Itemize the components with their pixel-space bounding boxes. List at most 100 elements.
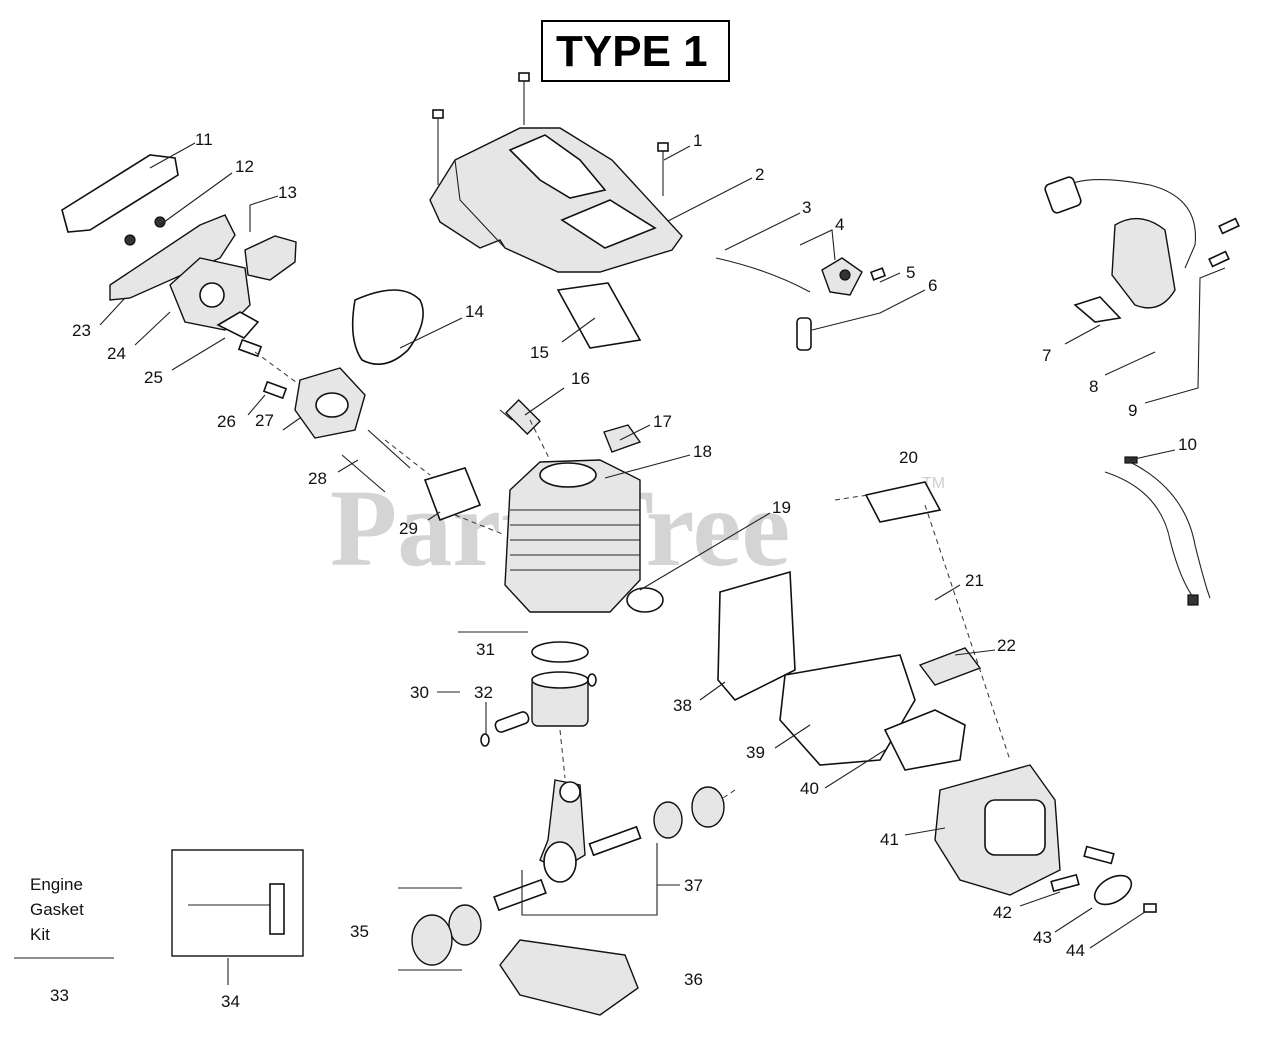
- part-crankshaft[interactable]: [493, 779, 642, 912]
- callout-36: 36: [684, 970, 703, 989]
- kit-label-line2: Gasket: [30, 900, 84, 919]
- part-screw-26b[interactable]: [262, 380, 288, 400]
- callout-23: 23: [72, 321, 91, 340]
- part-fuel-filter[interactable]: [796, 317, 812, 351]
- callout-9: 9: [1128, 401, 1137, 420]
- guide-e: [529, 419, 551, 461]
- callout-14: 14: [465, 302, 484, 321]
- callout-3: 3: [802, 198, 811, 217]
- part-intake-boot[interactable]: [244, 235, 297, 281]
- guide-a: [254, 351, 301, 386]
- part-screen[interactable]: [918, 647, 982, 686]
- kit-label-line1: Engine: [30, 875, 83, 894]
- callout-2: 2: [755, 165, 764, 184]
- part-sleeve-19[interactable]: [626, 587, 664, 613]
- part-muffler[interactable]: [934, 764, 1061, 896]
- callout-1: 1: [693, 131, 702, 150]
- part-piston-ring[interactable]: [531, 641, 589, 663]
- part-filter-holder[interactable]: [109, 214, 236, 301]
- part-ignition-coil[interactable]: [1044, 176, 1240, 323]
- part-piston[interactable]: [531, 671, 589, 727]
- part-intake-gasket[interactable]: [423, 467, 482, 522]
- callout-16: 16: [571, 369, 590, 388]
- callout-30: 30: [410, 683, 429, 702]
- callout-37: 37: [684, 876, 703, 895]
- part-cylinder[interactable]: [504, 459, 641, 613]
- part-circlip-a[interactable]: [587, 673, 597, 687]
- part-gasket-25[interactable]: [216, 311, 260, 339]
- callout-19: 19: [772, 498, 791, 517]
- callout-12: 12: [235, 157, 254, 176]
- callout-22: 22: [997, 636, 1016, 655]
- callout-10: 10: [1178, 435, 1197, 454]
- part-bolt-42b[interactable]: [1050, 873, 1080, 893]
- part-piston-pin[interactable]: [494, 711, 530, 734]
- title-box: [541, 20, 730, 82]
- part-bolt-28b[interactable]: [367, 429, 411, 469]
- callout-31: 31: [476, 640, 495, 659]
- callout-38: 38: [673, 696, 692, 715]
- callout-20: 20: [899, 448, 918, 467]
- part-valve[interactable]: [821, 257, 863, 296]
- callout-40: 40: [800, 779, 819, 798]
- callout-11: 11: [195, 130, 213, 149]
- callout-4: 4: [835, 215, 844, 234]
- callout-32: 32: [474, 683, 493, 702]
- part-crankcase-cover[interactable]: [499, 939, 639, 1016]
- callout-7: 7: [1042, 346, 1051, 365]
- callout-6: 6: [928, 276, 937, 295]
- callout-18: 18: [693, 442, 712, 461]
- callout-25: 25: [144, 368, 163, 387]
- callout-15: 15: [530, 343, 549, 362]
- callout-34: 34: [221, 992, 240, 1011]
- part-circlip-b[interactable]: [480, 733, 490, 747]
- part-bearing-b[interactable]: [448, 904, 482, 946]
- callout-5: 5: [906, 263, 915, 282]
- guide-d: [559, 729, 566, 779]
- guide-b: [384, 439, 431, 476]
- guide-f: [719, 789, 736, 801]
- callout-39: 39: [746, 743, 765, 762]
- kit-label-line3: Kit: [30, 925, 50, 944]
- part-seal-a[interactable]: [691, 786, 725, 828]
- part-spark-arrestor[interactable]: [864, 481, 942, 523]
- callout-27: 27: [255, 411, 274, 430]
- callout-41: 41: [880, 830, 899, 849]
- callout-17: 17: [653, 412, 672, 431]
- part-fuel-hose[interactable]: [715, 257, 811, 293]
- part-heat-shield[interactable]: [717, 570, 796, 701]
- part-top-cover[interactable]: [429, 127, 683, 273]
- part-air-filter[interactable]: [61, 154, 179, 233]
- part-plate-43[interactable]: [1090, 870, 1137, 911]
- part-intake-adaptor[interactable]: [294, 367, 366, 439]
- callout-42: 42: [993, 903, 1012, 922]
- part-screw-44[interactable]: [1143, 903, 1157, 913]
- callout-35: 35: [350, 922, 369, 941]
- callout-24: 24: [107, 344, 126, 363]
- part-bearing-a[interactable]: [653, 801, 683, 839]
- part-spark-plug[interactable]: [499, 399, 541, 435]
- part-bolt-42a[interactable]: [1083, 845, 1115, 865]
- callout-43: 43: [1033, 928, 1052, 947]
- part-wire-harness[interactable]: [1104, 456, 1211, 606]
- leader-lines: [14, 142, 1226, 985]
- title: TYPE 1: [556, 27, 708, 76]
- part-muffler-gasket[interactable]: [883, 709, 966, 771]
- part-screw-5[interactable]: [869, 267, 887, 281]
- callout-13: 13: [278, 183, 297, 202]
- part-screw-1[interactable]: [432, 72, 669, 196]
- leader-dash-20: [834, 494, 1011, 761]
- callout-26: 26: [217, 412, 236, 431]
- part-tool[interactable]: [188, 883, 285, 935]
- callout-44: 44: [1066, 941, 1085, 960]
- part-muffler-plate[interactable]: [779, 654, 916, 766]
- callout-29: 29: [399, 519, 418, 538]
- callout-33: 33: [50, 986, 69, 1005]
- part-bolt-28a[interactable]: [341, 454, 386, 493]
- part-carburetor[interactable]: [169, 257, 251, 331]
- part-seal-b[interactable]: [411, 914, 453, 966]
- part-decal[interactable]: [556, 282, 642, 349]
- part-air-deflector[interactable]: [351, 289, 424, 366]
